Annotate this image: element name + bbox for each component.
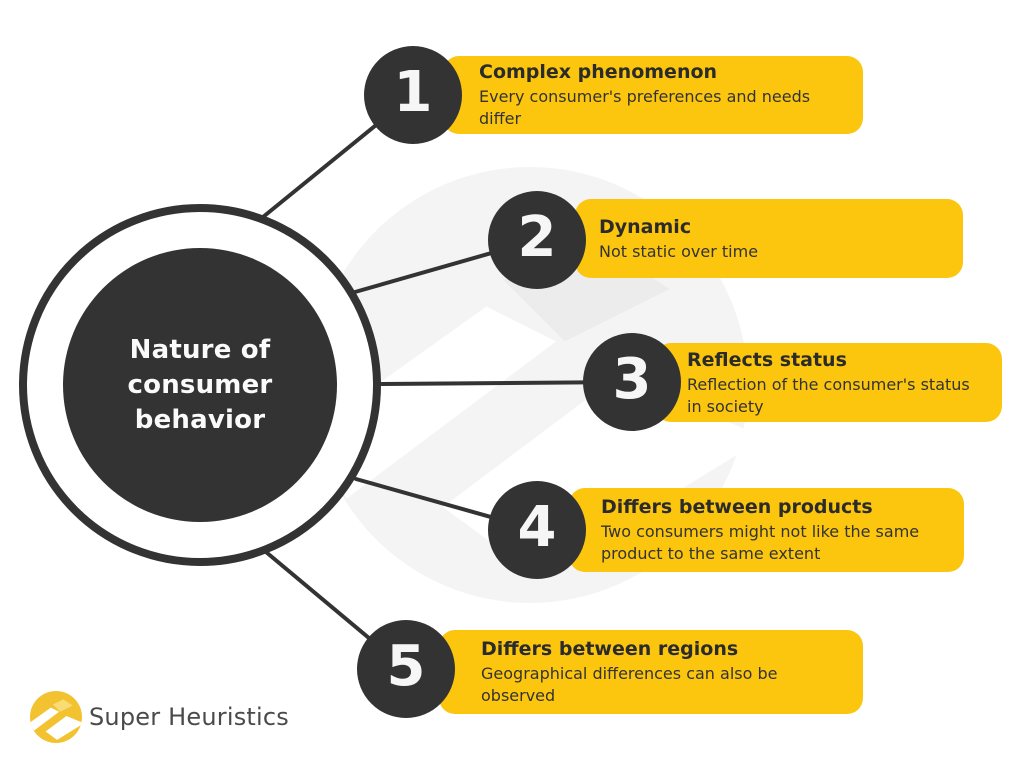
item-title-4: Differs between products — [601, 496, 873, 518]
item-desc-2: Not static over time — [599, 241, 759, 261]
item-banner-3: Reflects status Reflection of the consum… — [655, 343, 1002, 422]
item-title-5: Differs between regions — [481, 638, 739, 660]
hub-title-line-2: consumer — [127, 369, 273, 400]
item-number-circle-1: 1 — [364, 46, 462, 144]
item-number-1: 1 — [393, 60, 433, 125]
hub-circle: Nature of consumer behavior — [63, 248, 337, 522]
item-banner-4: Differs between products Two consumers m… — [569, 488, 964, 572]
item-number-circle-2: 2 — [488, 191, 586, 289]
item-number-5: 5 — [386, 634, 426, 699]
item-banner-2: Dynamic Not static over time — [575, 199, 963, 278]
item-desc-4: Two consumers might not like the same pr… — [601, 522, 920, 563]
item-number-3: 3 — [612, 347, 652, 412]
item-number-2: 2 — [517, 205, 557, 270]
item-number-4: 4 — [517, 495, 557, 560]
item-banner-1: Complex phenomenon Every consumer's pref… — [443, 56, 863, 134]
hub-title-line-3: behavior — [134, 404, 266, 435]
item-title-2: Dynamic — [599, 215, 692, 238]
item-number-circle-5: 5 — [357, 620, 455, 718]
item-number-circle-4: 4 — [488, 481, 586, 579]
item-number-circle-3: 3 — [583, 333, 681, 431]
item-banner-5: Differs between regions Geographical dif… — [439, 630, 863, 714]
item-desc-1: Every consumer's preferences and needs d… — [479, 87, 811, 128]
item-desc-5: Geographical differences can also be obs… — [481, 664, 778, 705]
brand-footer: Super Heuristics — [30, 691, 289, 743]
hub-title-line-1: Nature of — [129, 334, 271, 365]
hub-title: Nature of consumer behavior — [128, 333, 273, 438]
item-title-1: Complex phenomenon — [479, 61, 718, 83]
item-title-3: Reflects status — [687, 348, 847, 371]
item-desc-3: Reflection of the consumer's status in s… — [687, 374, 970, 416]
brand-name: Super Heuristics — [89, 703, 289, 731]
super-heuristics-logo-icon — [30, 691, 82, 743]
